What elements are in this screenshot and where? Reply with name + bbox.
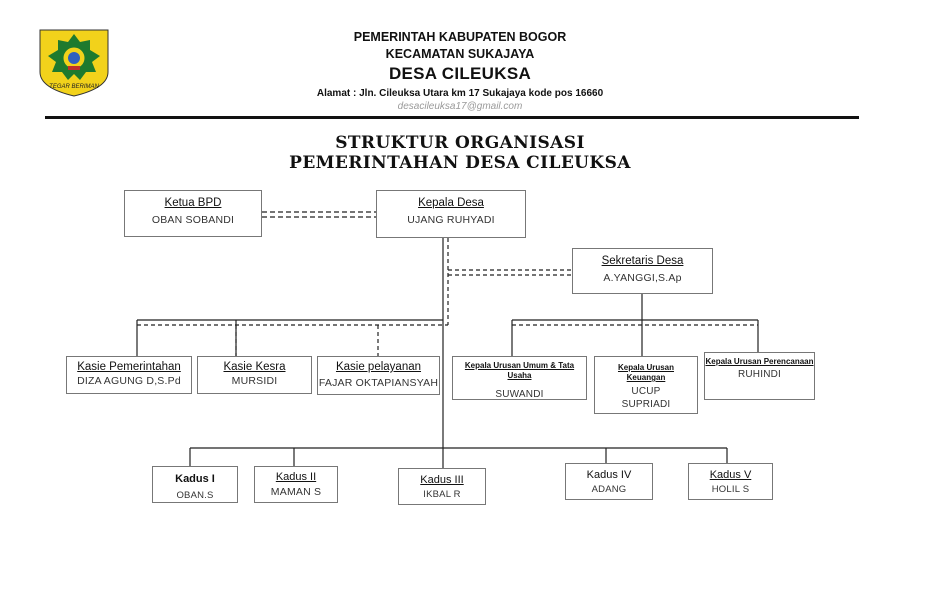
header-email: desacileuksa17@gmail.com [397, 101, 523, 112]
role-label: Kasie Pemerintahan [77, 361, 181, 373]
role-label: Kadus I [175, 473, 215, 485]
header-desa: DESA CILEUKSA [388, 64, 532, 83]
person-name: UCUP [631, 386, 661, 397]
role-label: Kepala Urusan Perencanaan [705, 357, 814, 366]
person-name: A.YANGGI,S.Ap [603, 272, 682, 284]
logo-motto: TEGAR BERIMAN [49, 84, 99, 90]
role-label: Kasie Kesra [223, 361, 286, 373]
role-label: Ketua BPD [164, 197, 222, 209]
role-label: Kasie pelayanan [335, 361, 422, 373]
person-name: ADANG [591, 484, 627, 495]
role-label: Kadus V [709, 469, 752, 481]
person-name: UJANG RUHYADI [407, 214, 495, 226]
role-label: Kadus II [275, 471, 317, 483]
box-sekretaris-desa: Sekretaris Desa A.YANGGI,S.Ap [572, 248, 713, 294]
header-divider [45, 116, 859, 119]
box-kasie-pelayanan: Kasie pelayanan FAJAR OKTAPIANSYAH [317, 356, 440, 395]
person-name: IKBAL R [423, 489, 461, 500]
person-name: RUHINDI [737, 369, 782, 380]
kabupaten-bogor-logo: TEGAR BERIMAN [39, 29, 109, 97]
box-kasie-kesra: Kasie Kesra MURSIDI [197, 356, 312, 394]
box-kepala-desa: Kepala Desa UJANG RUHYADI [376, 190, 526, 238]
person-name: FAJAR OKTAPIANSYAH [318, 377, 439, 389]
box-kaur-perencanaan: Kepala Urusan Perencanaan RUHINDI [704, 352, 815, 400]
box-kaur-umum-tata-usaha: Kepala Urusan Umum & Tata Usaha SUWANDI [452, 356, 587, 400]
header-kecamatan: KECAMATAN SUKAJAYA [385, 47, 535, 61]
box-kadus-3: Kadus III IKBAL R [398, 468, 486, 505]
box-kadus-5: Kadus V HOLIL S [688, 463, 773, 500]
box-kadus-1: Kadus I OBAN.S [152, 466, 238, 503]
box-kaur-keuangan: Kepala Urusan Keuangan UCUP SUPRIADI [594, 356, 698, 414]
person-name: HOLIL S [711, 484, 750, 495]
box-kasie-pemerintahan: Kasie Pemerintahan DIZA AGUNG D,S.Pd [66, 356, 192, 394]
role-label: Sekretaris Desa [601, 255, 684, 267]
box-ketua-bpd: Ketua BPD OBAN SOBANDI [124, 190, 262, 237]
person-name: MAMAN S [270, 486, 322, 498]
header-address: Alamat : Jln. Cileuksa Utara km 17 Sukaj… [316, 88, 604, 99]
chart-title-line-1: STRUKTUR ORGANISASI [335, 133, 585, 153]
role-label: Kepala Desa [418, 197, 484, 209]
role-label: Kadus IV [586, 469, 632, 481]
role-label: Kadus III [420, 474, 464, 486]
person-name: OBAN.S [176, 490, 214, 501]
role-label: Kepala Urusan Keuangan [617, 363, 675, 382]
chart-title-line-2: PEMERINTAHAN DESA CILEUKSA [289, 153, 631, 173]
person-name-line-2: SUPRIADI [621, 399, 671, 410]
person-name: MURSIDI [231, 375, 278, 387]
person-name: OBAN SOBANDI [151, 214, 235, 226]
box-kadus-4: Kadus IV ADANG [565, 463, 653, 500]
box-kadus-2: Kadus II MAMAN S [254, 466, 338, 503]
role-label: Kepala Urusan Umum & Tata Usaha [464, 361, 575, 380]
person-name: DIZA AGUNG D,S.Pd [77, 375, 181, 387]
header-kabupaten: PEMERINTAH KABUPATEN BOGOR [353, 30, 567, 44]
person-name: SUWANDI [495, 389, 544, 400]
